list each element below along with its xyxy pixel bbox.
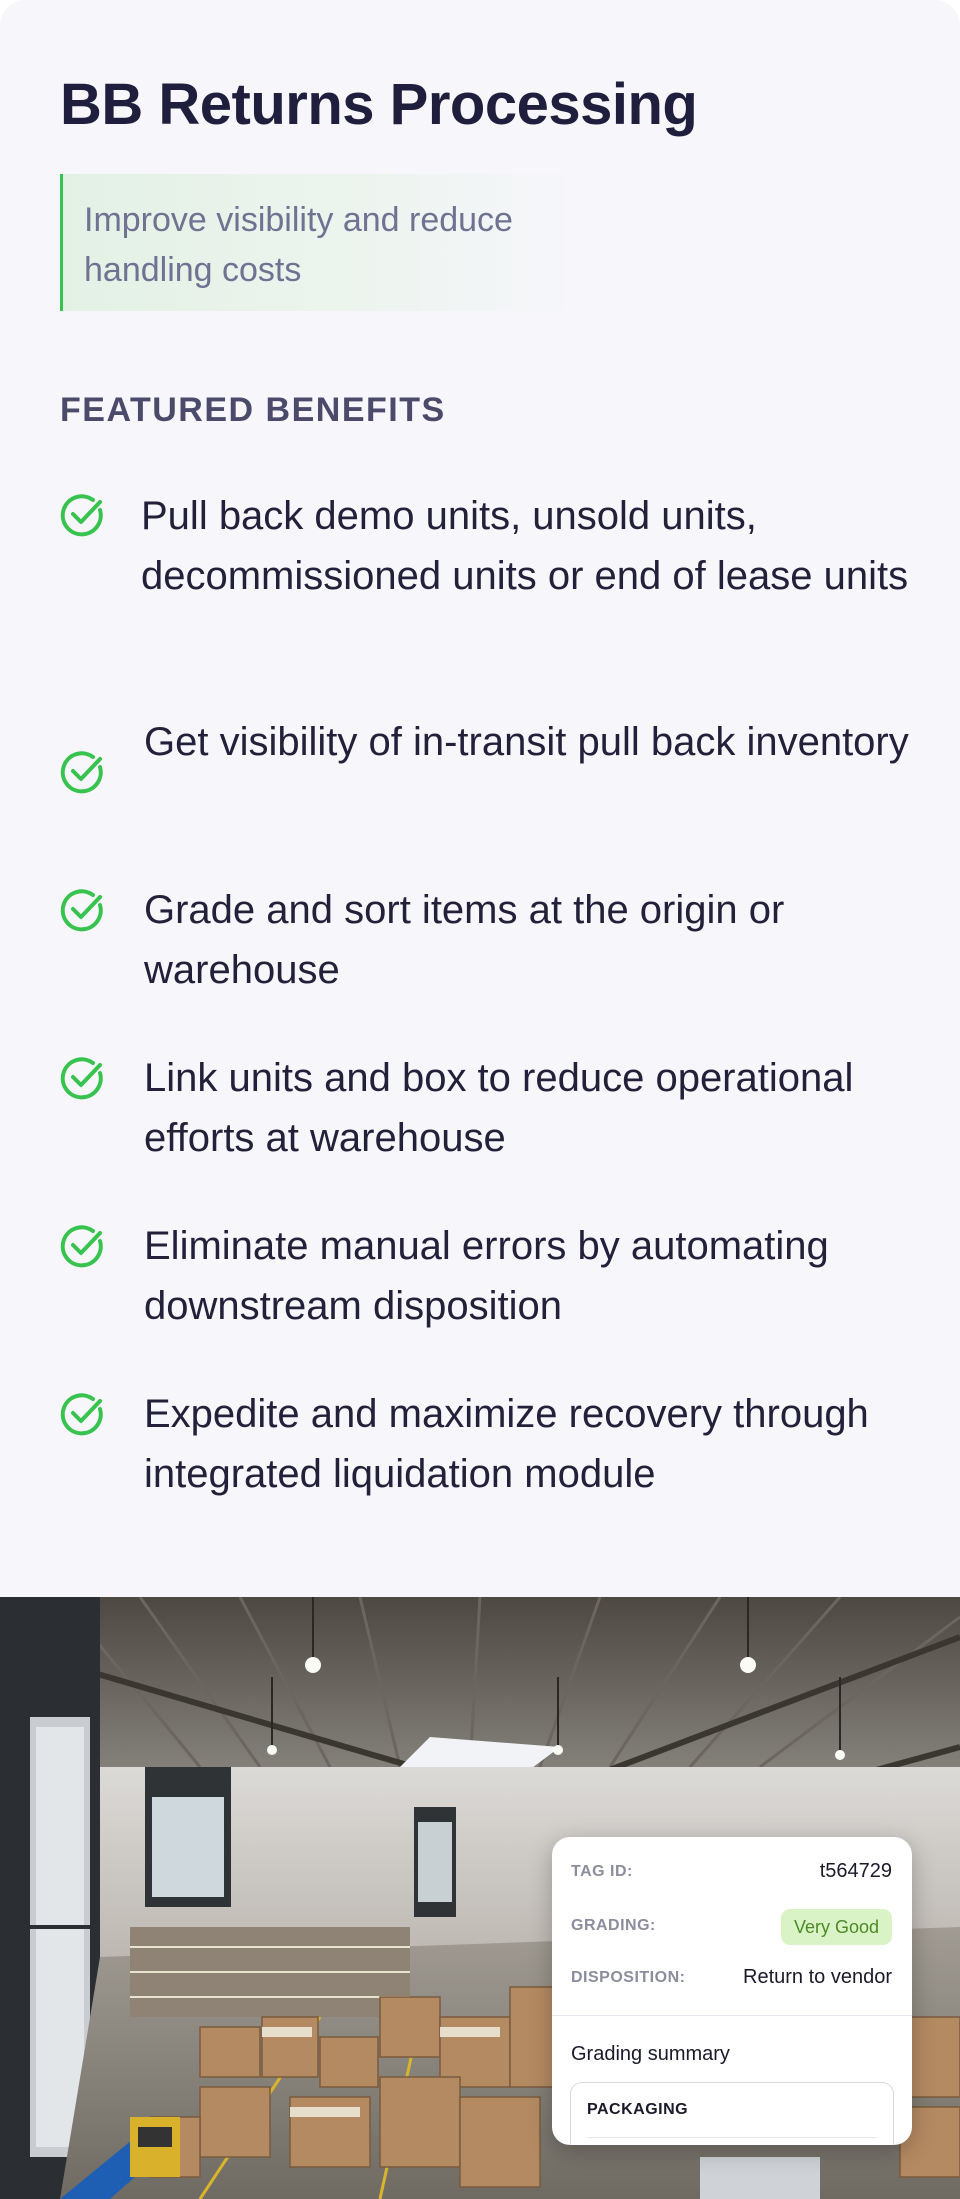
page-title: BB Returns Processing [60,72,698,137]
benefit-item: Get visibility of in-transit pull back i… [60,712,909,832]
grading-summary-title: Grading summary [571,2043,730,2065]
benefit-text: Expedite and maximize recovery through i… [144,1392,869,1496]
benefit-item: Eliminate manual errors by automating do… [60,1216,900,1336]
benefit-text: Get visibility of in-transit pull back i… [144,720,909,764]
tagline-callout: Improve visibility and reduce handling c… [60,174,570,311]
check-circle-icon [60,494,103,537]
benefit-text: Grade and sort items at the origin or wa… [144,888,785,992]
benefit-item: Link units and box to reduce operational… [60,1048,900,1168]
disposition-row: DISPOSITION: Return to vendor [571,1963,892,1993]
packaging-divider [587,2137,877,2138]
card-divider [552,2015,912,2016]
benefit-item: Grade and sort items at the origin or wa… [60,880,900,1000]
disposition-value: Return to vendor [743,1966,892,1988]
grading-row: GRADING: Very Good [571,1909,892,1945]
tagline-text: Improve visibility and reduce handling c… [84,201,513,289]
tag-info-card: TAG ID: t564729 GRADING: Very Good DISPO… [552,1837,912,2145]
benefit-text: Eliminate manual errors by automating do… [144,1224,829,1328]
benefit-text: Link units and box to reduce operational… [144,1056,854,1160]
check-circle-icon [60,1057,103,1100]
packaging-section[interactable]: PACKAGING [570,2082,894,2145]
featured-benefits-heading: FEATURED BENEFITS [60,391,446,429]
benefit-item: Pull back demo units, unsold units, deco… [60,486,908,666]
benefit-text: Pull back demo units, unsold units, deco… [141,494,909,598]
check-circle-icon [60,1393,103,1436]
packaging-label: PACKAGING [587,2101,689,2118]
benefit-item: Expedite and maximize recovery through i… [60,1384,900,1504]
check-circle-icon [60,751,103,794]
check-circle-icon [60,889,103,932]
disposition-label: DISPOSITION: [571,1969,686,1986]
tag-id-value: t564729 [819,1860,892,1882]
tag-id-label: TAG ID: [571,1863,633,1880]
check-circle-icon [60,1225,103,1268]
grading-label: GRADING: [571,1917,656,1934]
tag-id-row: TAG ID: t564729 [571,1857,892,1887]
grading-badge: Very Good [780,1909,892,1945]
